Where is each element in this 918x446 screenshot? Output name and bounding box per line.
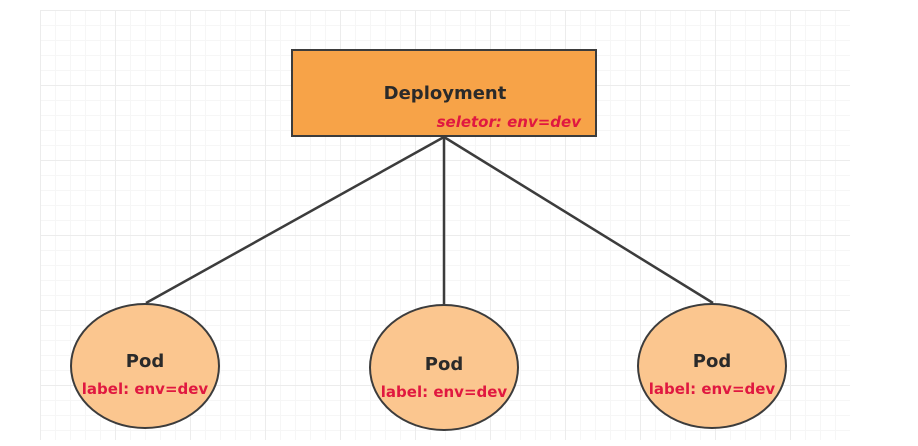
connector-line-pod-3	[443, 135, 714, 305]
pod-title: Pod	[424, 354, 464, 375]
pod-title: Pod	[692, 351, 732, 372]
pod-title: Pod	[125, 351, 165, 372]
pod-label: label: env=dev	[380, 383, 508, 401]
pod-label: label: env=dev	[648, 380, 776, 398]
deployment-node: Deployment seletor: env=dev	[291, 49, 597, 137]
pod-node-3: Pod label: env=dev	[637, 303, 787, 429]
pod-node-1: Pod label: env=dev	[70, 303, 220, 429]
connector-line-pod-1	[145, 135, 445, 305]
pod-node-2: Pod label: env=dev	[369, 304, 519, 431]
pod-label: label: env=dev	[81, 380, 209, 398]
deployment-title: Deployment	[383, 83, 507, 104]
deployment-selector: seletor: env=dev	[436, 113, 581, 131]
